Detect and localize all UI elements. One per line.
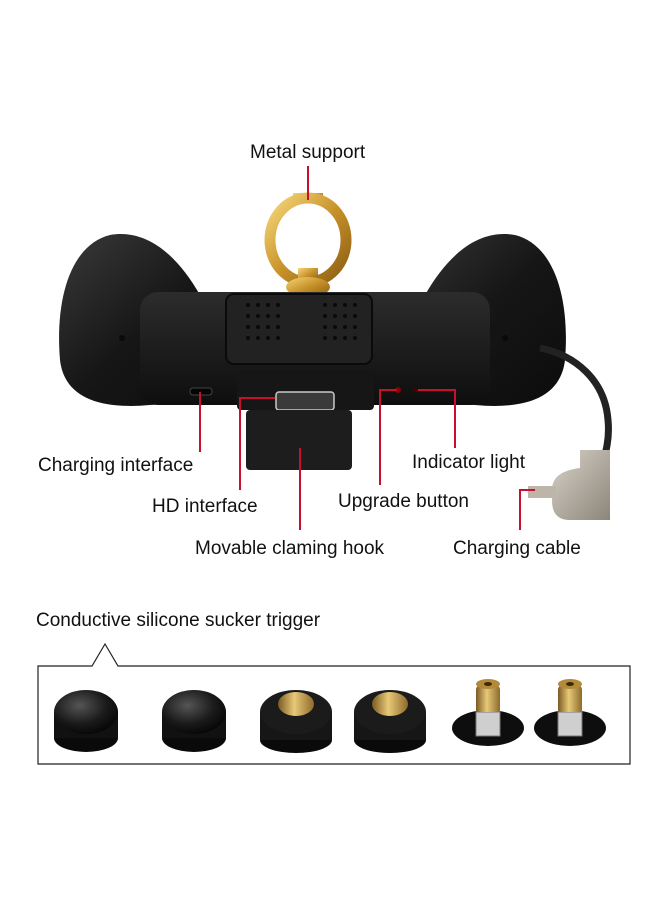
metal-support-ring bbox=[264, 192, 352, 297]
label-hd-interface: HD interface bbox=[152, 496, 258, 517]
callout-upgrade-button bbox=[379, 389, 397, 485]
label-charging-cable: Charging cable bbox=[453, 538, 581, 559]
vent-holes bbox=[246, 303, 357, 340]
label-movable-hook: Movable claming hook bbox=[195, 538, 385, 559]
label-upgrade-button: Upgrade button bbox=[338, 491, 469, 512]
trigger-frame bbox=[37, 642, 631, 765]
trigger-sucker-1 bbox=[54, 690, 118, 752]
callout-lines bbox=[199, 166, 535, 530]
callout-hd-interface bbox=[239, 397, 275, 490]
trigger-brass-flat-1 bbox=[260, 690, 332, 753]
upgrade-pinhole bbox=[395, 387, 401, 393]
trigger-brass-bullet-2 bbox=[534, 679, 606, 746]
controller-body bbox=[59, 234, 566, 470]
trigger-brass-flat-2 bbox=[354, 690, 426, 753]
hd-port bbox=[275, 391, 335, 411]
trigger-sucker-2 bbox=[162, 690, 226, 752]
clamping-hook bbox=[246, 410, 352, 470]
label-metal-support: Metal support bbox=[250, 142, 366, 163]
label-sucker-trigger: Conductive silicone sucker trigger bbox=[36, 610, 321, 631]
indicator-led bbox=[413, 388, 417, 392]
trigger-brass-bullet-1 bbox=[452, 679, 524, 746]
charging-cable bbox=[528, 344, 612, 520]
label-indicator-light: Indicator light bbox=[412, 452, 526, 473]
callout-indicator-light bbox=[418, 389, 456, 448]
callout-charging-cable bbox=[519, 489, 535, 530]
label-charging-interface: Charging interface bbox=[38, 455, 194, 476]
